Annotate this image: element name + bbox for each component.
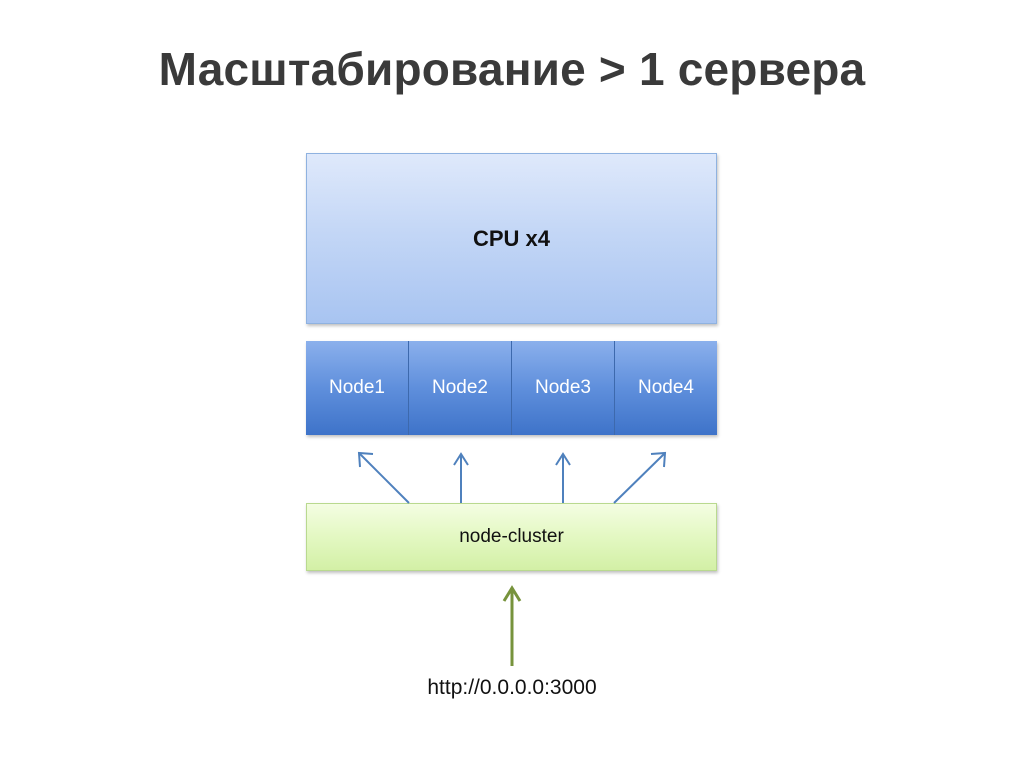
cluster-to-node4-arrow xyxy=(613,451,667,504)
cluster-to-node1-arrow xyxy=(357,451,410,504)
cpu-label: CPU x4 xyxy=(472,225,551,251)
node-box-2: Node2 xyxy=(409,341,512,435)
node-box-1: Node1 xyxy=(306,341,409,435)
nodes-row: Node1 Node2 Node3 Node4 xyxy=(306,341,717,435)
node-label: Node3 xyxy=(535,377,591,398)
cluster-box: node-cluster xyxy=(306,503,717,571)
endpoint-to-cluster-arrow xyxy=(502,585,522,666)
slide-title: Масштабирование > 1 сервера xyxy=(158,43,866,95)
cluster-to-node2-arrow xyxy=(453,452,469,503)
cpu-box: CPU x4 xyxy=(306,153,717,324)
node-box-3: Node3 xyxy=(512,341,615,435)
cluster-to-node3-arrow xyxy=(555,452,571,503)
node-label: Node4 xyxy=(638,377,694,398)
node-label: Node1 xyxy=(329,377,385,398)
endpoint-url: http://0.0.0.0:3000 xyxy=(427,676,597,699)
cluster-label: node-cluster xyxy=(459,526,564,547)
node-label: Node2 xyxy=(432,377,488,398)
node-box-4: Node4 xyxy=(615,341,717,435)
